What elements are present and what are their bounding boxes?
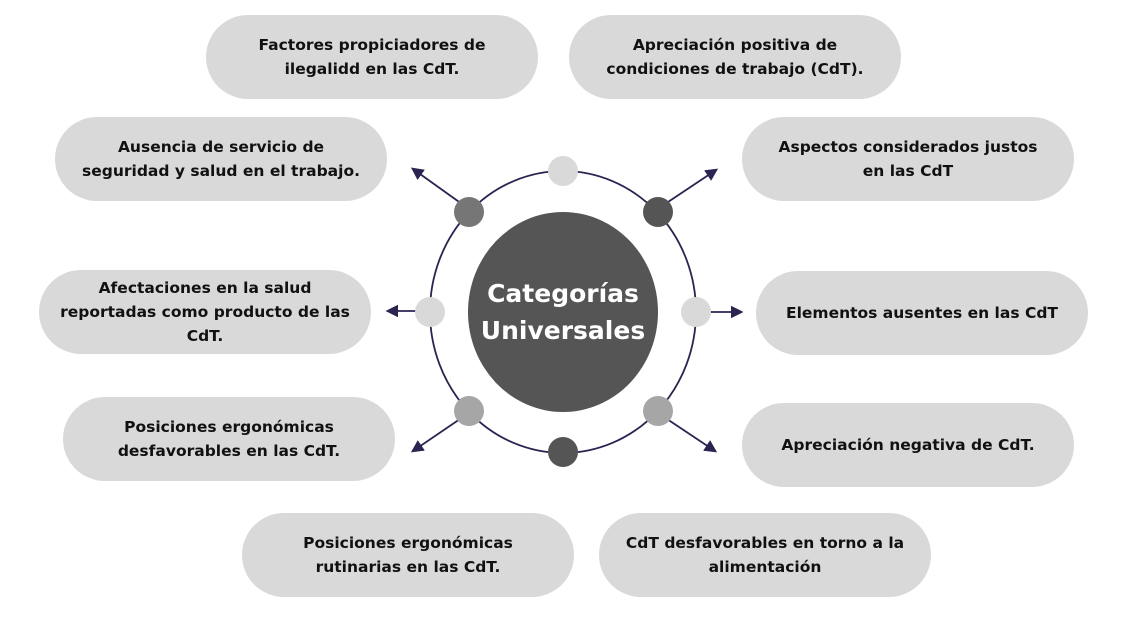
category-pill-aspectos-justos: Aspectos considerados justos en las CdT [742, 117, 1074, 201]
category-pill-elementos-ausentes: Elementos ausentes en las CdT [756, 271, 1088, 355]
ring-node-lower-left [454, 396, 484, 426]
category-pill-apreciacion-negativa: Apreciación negativa de CdT. [742, 403, 1074, 487]
category-pill-factores: Factores propiciadores de ilegalidd en l… [206, 15, 538, 99]
ring-node-upper-right [643, 197, 673, 227]
arrow-to-aspectos-justos [664, 168, 719, 205]
category-label: Afectaciones en la salud reportadas como… [60, 279, 350, 345]
category-label: Posiciones ergonómicas desfavorables en … [117, 418, 341, 460]
category-label: Ausencia de servicio de seguridad y salu… [82, 138, 360, 180]
ring-node-right [681, 297, 711, 327]
arrow-to-posiciones-desfavorables [410, 418, 461, 453]
ring-node-bottom [548, 437, 578, 467]
category-label: Factores propiciadores de ilegalidd en l… [258, 36, 486, 78]
ring-node-top [548, 156, 578, 186]
ring-node-left [415, 297, 445, 327]
center-label: Categorías Universales [480, 279, 646, 345]
category-label: Apreciación positiva de condiciones de t… [606, 36, 864, 78]
ring-node-upper-left [454, 197, 484, 227]
category-pill-ausencia-sst: Ausencia de servicio de seguridad y salu… [55, 117, 387, 201]
ring-node-lower-right [643, 396, 673, 426]
category-pill-alimentacion: CdT desfavorables en torno a la alimenta… [599, 513, 931, 597]
category-label: Posiciones ergonómicas rutinarias en las… [303, 534, 513, 576]
arrow-to-ausencia-sst [410, 167, 463, 205]
category-pill-afectaciones-salud: Afectaciones en la salud reportadas como… [39, 270, 371, 354]
category-pill-posiciones-rutinarias: Posiciones ergonómicas rutinarias en las… [242, 513, 574, 597]
arrow-to-apreciacion-negativa [666, 418, 718, 453]
category-label: Apreciación negativa de CdT. [781, 436, 1035, 454]
category-pill-posiciones-desfavorables: Posiciones ergonómicas desfavorables en … [63, 397, 395, 481]
category-label: Elementos ausentes en las CdT [786, 304, 1058, 322]
category-label: Aspectos considerados justos en las CdT [778, 138, 1038, 180]
center-circle [468, 212, 658, 412]
category-pill-apreciacion-positiva: Apreciación positiva de condiciones de t… [569, 15, 901, 99]
category-label: CdT desfavorables en torno a la alimenta… [625, 534, 905, 576]
